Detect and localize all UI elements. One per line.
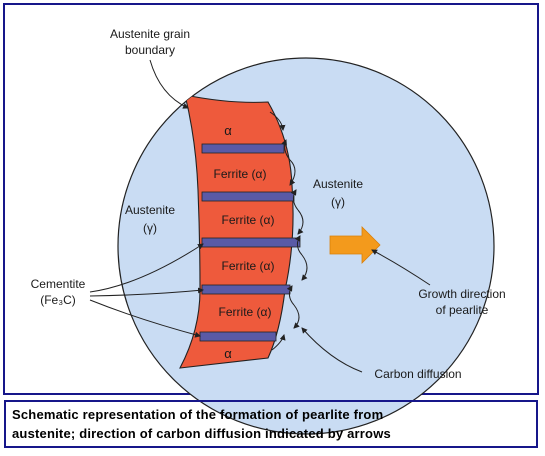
cementite-lamella xyxy=(202,144,284,153)
ferrite-label-1: Ferrite (α) xyxy=(214,167,267,181)
alpha-label-bottom: α xyxy=(224,346,232,361)
ferrite-label-4: Ferrite (α) xyxy=(219,305,272,319)
cementite-lamella xyxy=(202,192,294,201)
caption-line-1: Schematic representation of the formatio… xyxy=(12,405,530,424)
cementite-label-2: (Fe₃C) xyxy=(40,293,76,307)
ferrite-label-3: Ferrite (α) xyxy=(222,259,275,273)
carbon-diffusion-label: Carbon diffusion xyxy=(374,367,461,381)
austenite-left-symbol: (γ) xyxy=(143,221,157,235)
growth-direction-label-1: Growth direction xyxy=(418,287,505,301)
cementite-label-1: Cementite xyxy=(31,277,86,291)
austenite-right-label: Austenite xyxy=(313,177,363,191)
growth-direction-label-2: of pearlite xyxy=(436,303,489,317)
cementite-lamella xyxy=(202,285,290,294)
grain-boundary-label-2: boundary xyxy=(125,43,175,57)
austenite-left-label: Austenite xyxy=(125,203,175,217)
austenite-right-symbol: (γ) xyxy=(331,195,345,209)
caption-line-2: austenite; direction of carbon diffusion… xyxy=(12,424,530,443)
alpha-label-top: α xyxy=(224,123,232,138)
cementite-lamella xyxy=(202,238,300,247)
caption-box: Schematic representation of the formatio… xyxy=(4,400,538,448)
grain-boundary-label-1: Austenite grain xyxy=(110,27,190,41)
ferrite-label-2: Ferrite (α) xyxy=(222,213,275,227)
cementite-lamella xyxy=(200,332,276,341)
